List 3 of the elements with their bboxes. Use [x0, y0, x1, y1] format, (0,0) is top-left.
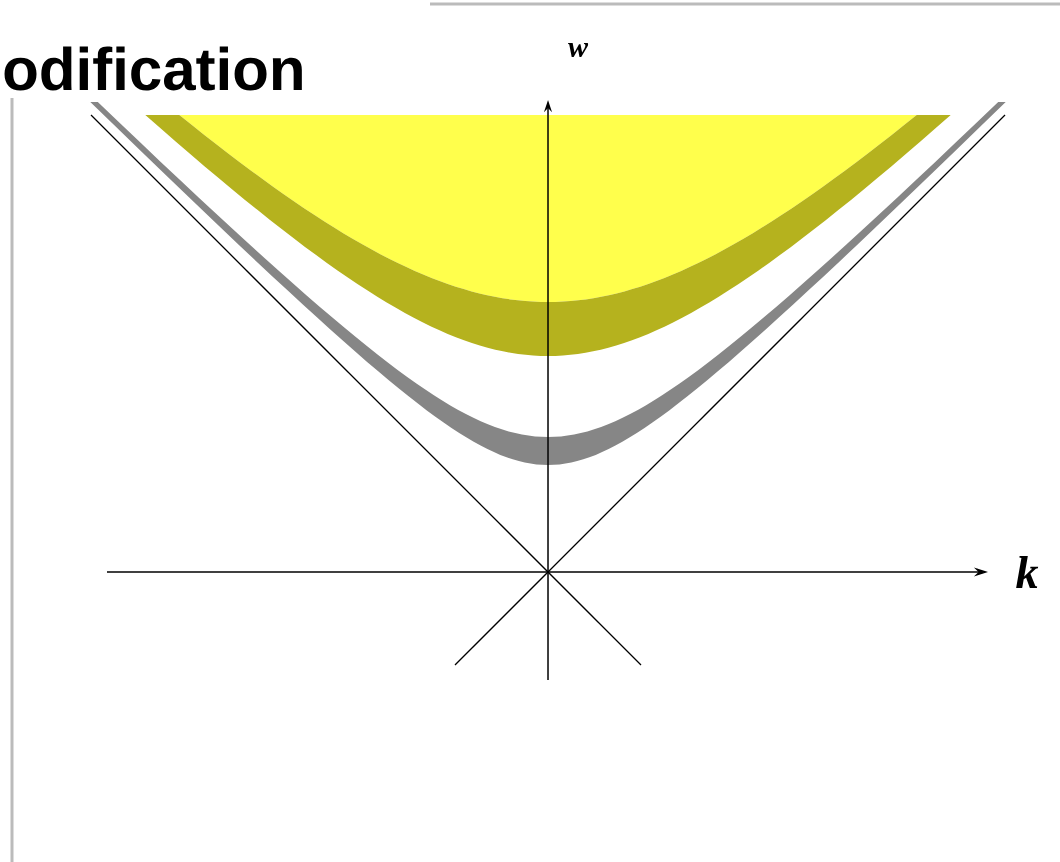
axis-label: k: [1016, 556, 1039, 588]
axis-label: w: [568, 42, 589, 58]
slide-title: odification: [4, 46, 302, 91]
